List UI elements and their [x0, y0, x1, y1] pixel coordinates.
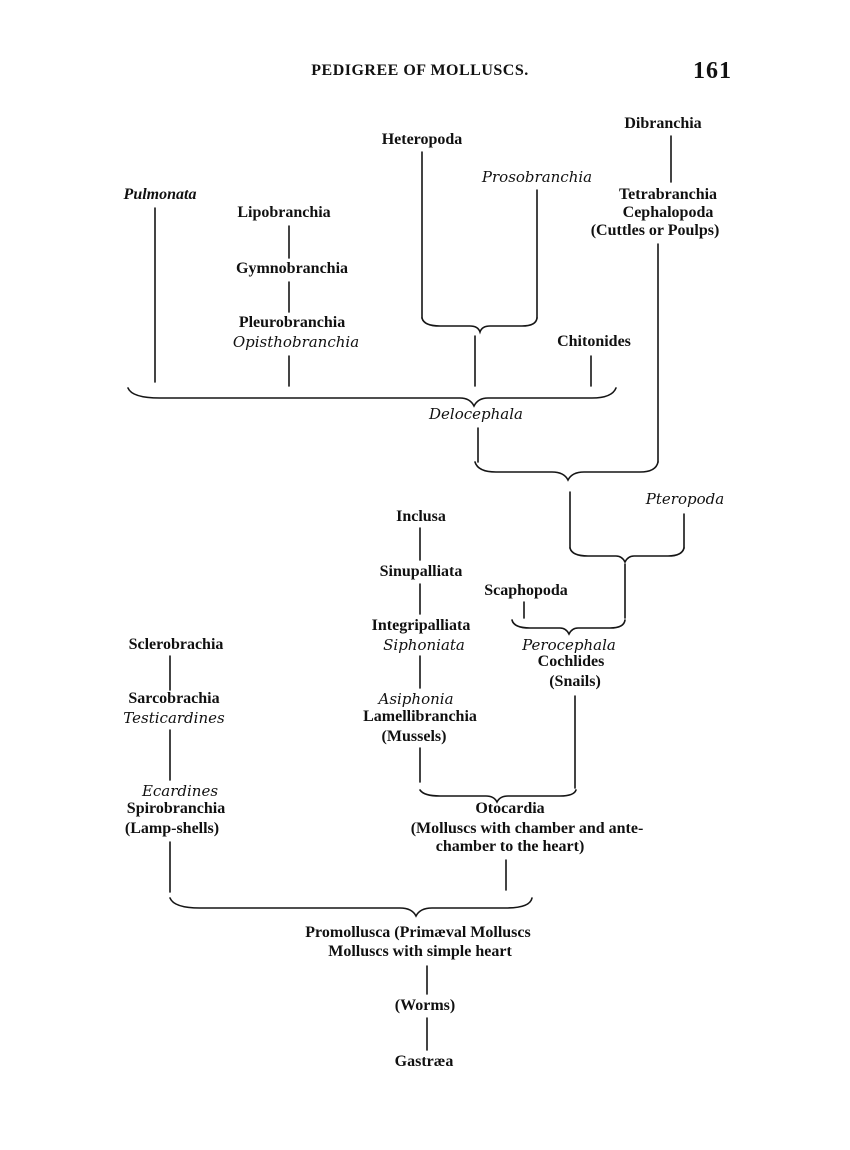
node-tetrabranchia: Tetrabranchia: [618, 186, 718, 203]
node-pulmonata: Pulmonata: [123, 186, 197, 203]
node-promollusca-line2: Molluscs with simple heart: [328, 943, 512, 960]
node-cuttles: (Cuttles or Poulps): [590, 222, 720, 239]
node-pteropoda: Pteropoda: [645, 490, 725, 508]
node-ecardines: Ecardines: [141, 782, 219, 800]
node-lampshells: (Lamp-shells): [124, 820, 220, 837]
node-lamellibranchia: Lamellibranchia: [363, 708, 477, 725]
node-delocephala: Delocephala: [429, 405, 523, 423]
node-otocardia-desc-line1: (Molluscs with chamber and ante-: [410, 820, 644, 837]
pteropoda-brace: [569, 547, 685, 564]
promollusca-brace: [169, 897, 533, 918]
node-sclerobrachia: Sclerobrachia: [128, 636, 224, 653]
node-scaphopoda: Scaphopoda: [484, 582, 568, 599]
node-worms: (Worms): [394, 997, 456, 1014]
hetero-proso-brace: [421, 317, 538, 335]
node-pleurobranchia: Pleurobranchia: [238, 314, 346, 331]
node-spirobranchia: Spirobranchia: [126, 800, 226, 817]
node-asiphonia: Asiphonia: [378, 690, 454, 708]
page-title: PEDIGREE OF MOLLUSCS.: [311, 62, 529, 79]
node-cochlides: Cochlides: [537, 653, 605, 670]
node-opisthobranchia: Opisthobranchia: [232, 333, 360, 351]
deloceph-cephalo-brace: [474, 461, 659, 482]
node-prosobranchia: Prosobranchia: [481, 168, 593, 186]
node-inclusa: Inclusa: [396, 508, 446, 525]
node-gastraea: Gastræa: [394, 1053, 454, 1070]
node-sinupalliata: Sinupalliata: [379, 563, 463, 580]
otocardia-brace: [419, 789, 577, 804]
node-mussels: (Mussels): [381, 728, 447, 745]
node-gymnobranchia: Gymnobranchia: [235, 260, 349, 277]
node-heteropoda: Heteropoda: [381, 131, 463, 148]
node-testicardines: Testicardines: [123, 709, 225, 727]
node-siphoniata: Siphoniata: [383, 636, 465, 654]
node-integripalliata: Integripalliata: [371, 617, 471, 634]
node-otocardia-desc-line2: chamber to the heart): [435, 838, 585, 855]
node-promollusca-line1: Promollusca (Primæval Molluscs: [305, 924, 531, 941]
node-otocardia: Otocardia: [475, 800, 545, 817]
node-lipobranchia: Lipobranchia: [237, 204, 331, 221]
page-number: 161: [693, 58, 732, 84]
node-snails: (Snails): [549, 673, 601, 690]
node-dibranchia: Dibranchia: [624, 115, 702, 132]
node-chitonides: Chitonides: [557, 333, 631, 350]
node-perocephala: Perocephala: [522, 636, 616, 654]
perocephala-brace: [511, 619, 626, 636]
node-sarcobrachia: Sarcobrachia: [128, 690, 220, 707]
node-cephalopoda: Cephalopoda: [622, 204, 714, 221]
delocephala-brace: [127, 387, 617, 408]
